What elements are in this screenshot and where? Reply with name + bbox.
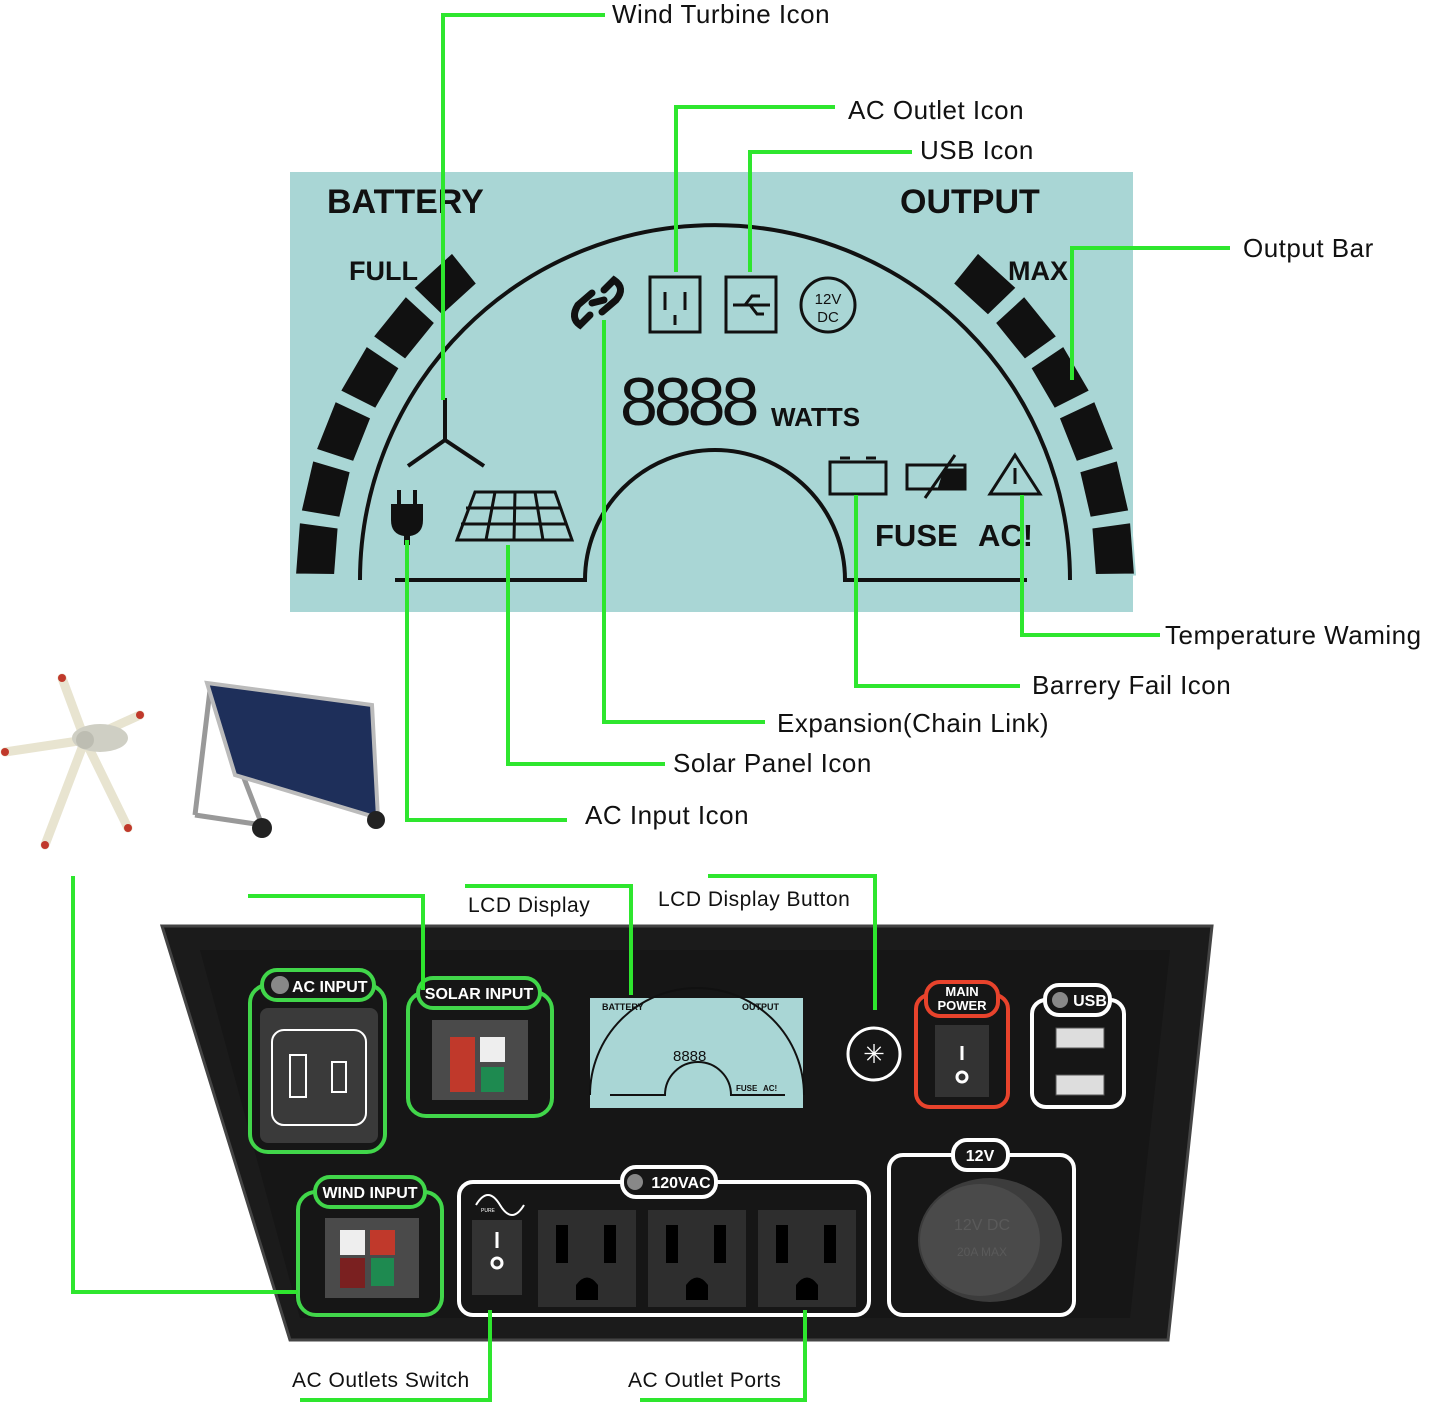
usb-label: USB [1073,993,1107,1010]
warning-triangle-icon [987,452,1043,496]
battery-bar-segment [299,458,352,519]
battery-bar-segment [338,344,401,411]
ac-input-port[interactable] [260,1008,378,1143]
solar-panel-icon [454,490,575,542]
callout-line [405,540,567,822]
ac-outlet-icon [648,275,702,334]
ac-input-label: AC INPUT [292,979,368,996]
battery-bar-segment [371,294,437,362]
output-bar-segment [993,294,1059,362]
callout-solar-panel-icon: Solar Panel Icon [673,748,872,778]
main-power-label-1: MAIN [945,984,978,999]
ac-outlet-port[interactable] [758,1210,856,1307]
small-lcd-battery: BATTERY [602,1002,644,1012]
output-bar-segment [951,250,1019,318]
callout-line [465,884,633,995]
pure-sine-icon [475,1194,525,1216]
pure-label: PURE [481,1208,496,1214]
callout-ac-outlet-icon: AC Outlet Icon [848,95,1025,125]
control-panel: AC INPUT SOLAR INPUT WIND INPUT BATTERY … [159,924,1214,1342]
callout-lcd-display: LCD Display [468,894,591,917]
vac-label: 120VAC [651,1175,711,1192]
battery-bar-segment [411,250,479,318]
solar-panel-illustration [192,680,385,838]
main-power-label-2: POWER [937,998,987,1013]
lcd-small: BATTERY OUTPUT 8888 FUSE AC! [589,987,805,1108]
callout-line [248,894,425,990]
v12-label: 12V [966,1148,995,1165]
lcd-fuse-label: FUSE [875,518,958,553]
watts-unit: WATTS [771,402,860,432]
ac-outlet-port[interactable] [648,1210,746,1307]
lcd-full-label: FULL [349,256,418,286]
callout-wind-turbine-icon: Wind Turbine Icon [612,0,831,29]
ac-outlet-port[interactable] [538,1210,636,1307]
callout-line [748,150,912,272]
lcd-inner-arch [395,448,1027,582]
fuse-icon [905,454,967,499]
cap-text-1: 12V DC [954,1217,1010,1234]
callout-line [300,1310,492,1402]
callout-line [854,495,1020,688]
dc-text: DC [817,309,839,326]
battery-bar [293,250,479,577]
battery-bar-segment [293,521,340,577]
callout-output-bar: Output Bar [1243,233,1374,263]
output-bar-segment [1078,458,1131,519]
callout-line [71,876,298,1294]
lcd-outer-arc [358,223,1072,581]
callout-expansion: Expansion(Chain Link) [777,708,1050,738]
output-bar-segment [1090,521,1137,577]
callout-line [674,105,835,272]
lcd-background [290,172,1133,612]
callout-ac-outlets-switch: AC Outlets Switch [292,1369,470,1392]
output-bar [951,250,1137,577]
main-power-switch[interactable] [935,1025,989,1097]
dc-12v-text: 12V [815,291,842,308]
ac-plug-icon [391,490,423,545]
callout-line [602,320,765,724]
callout-ac-outlet-ports: AC Outlet Ports [628,1369,782,1392]
output-bar-segment [1029,344,1092,411]
small-lcd-output: OUTPUT [742,1002,780,1012]
callout-line [640,1310,807,1402]
battery-fail-icon [828,456,888,496]
watts-digits: 8888 [620,364,756,440]
chain-link-icon [571,275,624,330]
callout-line [1020,495,1160,637]
callout-line [506,545,665,766]
small-lcd-fuse: FUSE [736,1084,758,1093]
lcd-large: 12V DC 8888 WATTS BATTERY OUTPUT FULL MA… [290,172,1137,612]
solar-input-label: SOLAR INPUT [425,986,534,1003]
battery-bar-segment [314,399,373,464]
wind-turbine-icon [406,398,486,468]
small-lcd-ac: AC! [763,1084,777,1093]
lcd-ac-warning-label: AC! [978,518,1033,553]
callout-line [441,13,605,400]
backlight-icon: ✳ [863,1039,885,1069]
usb-port-2[interactable] [1055,1074,1105,1096]
callout-line [708,874,877,1010]
cap-text-2: 20A MAX [957,1245,1007,1259]
wind-input-label: WIND INPUT [322,1185,417,1202]
lcd-output-label: OUTPUT [900,183,1040,221]
callout-lines [71,13,1230,1402]
wind-turbine-illustration [0,673,145,850]
callout-ac-input-icon: AC Input Icon [585,800,750,830]
callout-lcd-display-button: LCD Display Button [658,888,851,911]
small-lcd-digits: 8888 [673,1048,706,1065]
callout-line [1070,246,1230,380]
callout-temperature-warning: Temperature Waming [1165,620,1422,650]
lcd-battery-label: BATTERY [327,183,484,221]
lcd-max-label: MAX [1008,256,1068,286]
callout-usb-icon: USB Icon [920,135,1034,165]
callout-battery-fail-icon: Barrery Fail Icon [1032,670,1232,700]
dc-12v-icon: 12V DC [799,276,857,334]
usb-icon [724,275,778,334]
lcd-display-button[interactable] [846,1026,902,1082]
usb-port-1[interactable] [1055,1027,1105,1049]
output-bar-segment [1057,399,1116,464]
